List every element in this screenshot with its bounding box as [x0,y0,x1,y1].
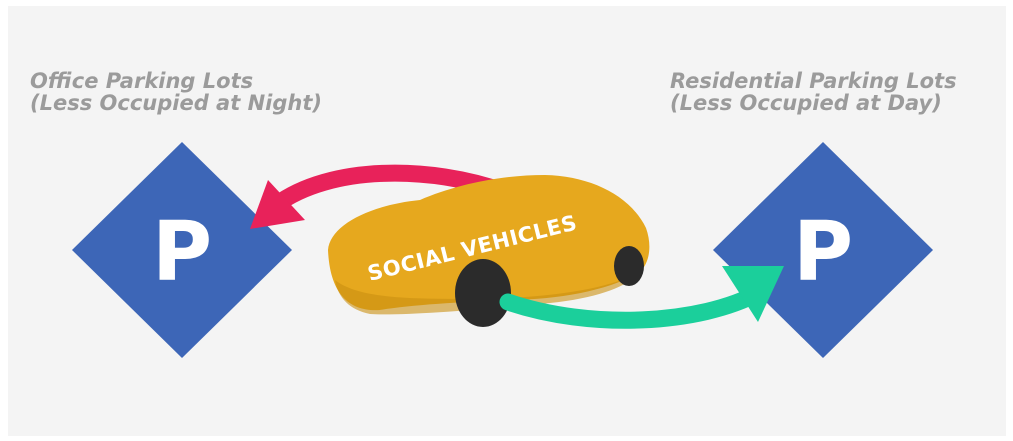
office-lots-label: Office Parking Lots (Less Occupied at Ni… [30,70,322,114]
car-body-shade [335,272,640,315]
office-lots-subtitle: (Less Occupied at Night) [30,91,322,115]
residential-lots-label: Residential Parking Lots (Less Occupied … [670,70,957,114]
car-rear-wheel [614,246,644,286]
social-vehicle-car: SOCIAL VEHICLES [328,175,650,327]
office-parking-sign: P [72,142,292,358]
car-body [328,175,650,311]
residential-parking-sign-diamond [713,142,933,358]
office-parking-sign-diamond [72,142,292,358]
residential-lots-title: Residential Parking Lots [670,69,957,93]
office-lots-title: Office Parking Lots [30,69,254,93]
office-parking-sign-letter: P [152,205,212,300]
residential-lots-subtitle: (Less Occupied at Day) [670,91,942,115]
arrow-to-residential-lots [499,266,784,329]
residential-parking-sign: P [713,142,933,358]
residential-parking-sign-letter: P [793,205,853,300]
car-front-wheel [455,259,511,327]
